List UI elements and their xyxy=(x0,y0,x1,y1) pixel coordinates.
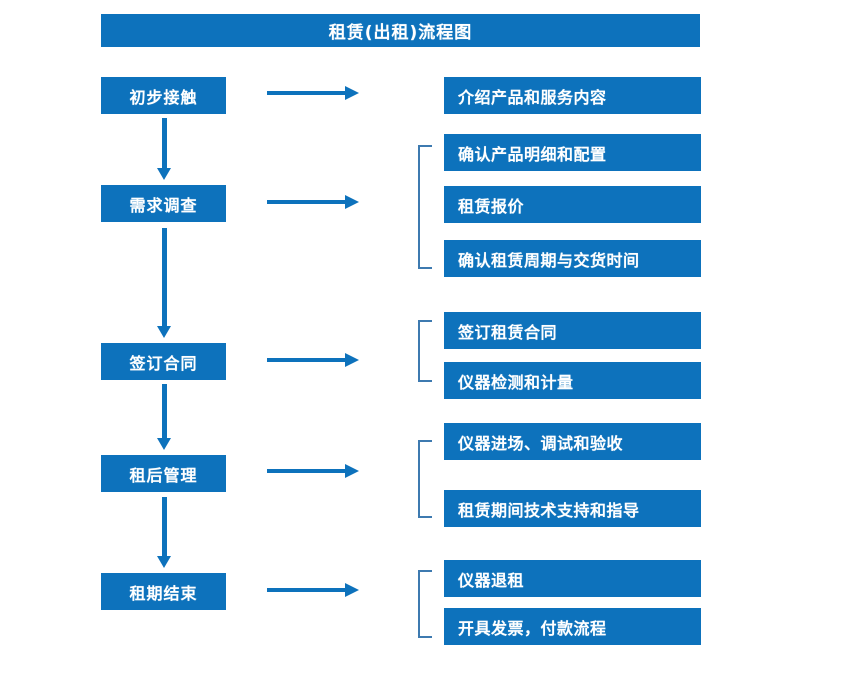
detail-box-租赁期间技术支持和指导[interactable]: 租赁期间技术支持和指导 xyxy=(444,490,701,527)
group-bracket xyxy=(418,570,432,638)
stage-box-初步接触[interactable]: 初步接触 xyxy=(101,77,226,114)
arrow-right-icon xyxy=(267,353,359,367)
arrow-down-icon xyxy=(157,384,171,450)
stage-box-租期结束[interactable]: 租期结束 xyxy=(101,573,226,610)
stage-box-租后管理[interactable]: 租后管理 xyxy=(101,455,226,492)
stage-box-签订合同[interactable]: 签订合同 xyxy=(101,343,226,380)
detail-box-仪器退租[interactable]: 仪器退租 xyxy=(444,560,701,597)
stage-box-需求调查[interactable]: 需求调查 xyxy=(101,185,226,222)
arrow-right-icon xyxy=(267,583,359,597)
arrow-right-icon xyxy=(267,464,359,478)
arrow-down-icon xyxy=(157,118,171,180)
arrow-right-icon xyxy=(267,86,359,100)
page-title: 租赁(出租)流程图 xyxy=(101,14,700,47)
arrow-down-icon xyxy=(157,228,171,338)
arrow-right-icon xyxy=(267,195,359,209)
detail-box-确认租赁周期与交货时间[interactable]: 确认租赁周期与交货时间 xyxy=(444,240,701,277)
detail-box-介绍产品和服务内容[interactable]: 介绍产品和服务内容 xyxy=(444,77,701,114)
detail-box-仪器进场调试和验收[interactable]: 仪器进场、调试和验收 xyxy=(444,423,701,460)
group-bracket xyxy=(418,145,432,269)
detail-box-确认产品明细和配置[interactable]: 确认产品明细和配置 xyxy=(444,134,701,171)
detail-box-签订租赁合同[interactable]: 签订租赁合同 xyxy=(444,312,701,349)
group-bracket xyxy=(418,320,432,382)
group-bracket xyxy=(418,440,432,518)
detail-box-租赁报价[interactable]: 租赁报价 xyxy=(444,186,701,223)
detail-box-开具发票付款流程[interactable]: 开具发票，付款流程 xyxy=(444,608,701,645)
arrow-down-icon xyxy=(157,497,171,568)
detail-box-仪器检测和计量[interactable]: 仪器检测和计量 xyxy=(444,362,701,399)
